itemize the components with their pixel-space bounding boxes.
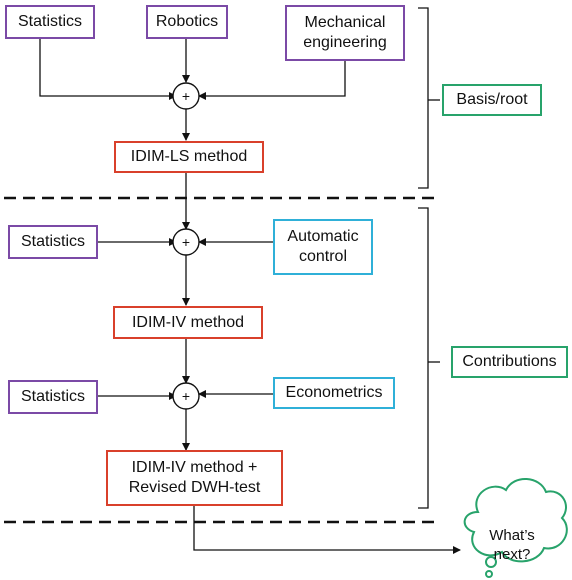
idim-iv-dwh-box: IDIM-IV method + Revised DWH-test (106, 450, 283, 506)
mechanical-engineering-box: Mechanical engineering (285, 5, 405, 61)
sum-node-3 (172, 382, 200, 410)
statistics-box-1: Statistics (5, 5, 95, 39)
bracket-basis (418, 7, 429, 189)
sum-node-3-label: + (182, 388, 190, 404)
contributions-label-box: Contributions (451, 346, 568, 378)
statistics-box-2: Statistics (8, 225, 98, 259)
econometrics-label: Econometrics (285, 384, 383, 401)
bracket-contributions (418, 207, 429, 509)
idim-ls-method-label: IDIM-LS method (130, 148, 248, 165)
sum-node-1-label: + (182, 88, 190, 104)
sum-node-1 (172, 82, 200, 110)
robotics-box: Robotics (146, 5, 228, 39)
idim-ls-method-box: IDIM-LS method (114, 141, 264, 173)
statistics-box-1-label: Statistics (17, 13, 82, 30)
basis-root-label: Basis/root (456, 91, 528, 108)
idim-iv-dwh-label: IDIM-IV method + Revised DWH-test (128, 459, 261, 496)
basis-root-label-box: Basis/root (442, 84, 542, 116)
arrow-mecheng-to-sum1 (198, 60, 346, 100)
sum-node-2-label: + (182, 234, 190, 250)
robotics-box-label: Robotics (155, 13, 219, 30)
idim-iv-method-label: IDIM-IV method (131, 313, 245, 331)
statistics-box-3: Statistics (8, 380, 98, 414)
mechanical-engineering-label: Mechanical engineering (303, 14, 387, 51)
sum-node-2 (172, 228, 200, 256)
arrow-dwh-to-next (193, 505, 461, 554)
statistics-box-2-label: Statistics (20, 233, 85, 250)
statistics-box-3-label: Statistics (20, 388, 85, 405)
arrow-statistics-to-sum1 (39, 38, 177, 100)
econometrics-box: Econometrics (273, 377, 395, 409)
automatic-control-label: Automatic control (287, 228, 359, 265)
thought-cloud (463, 478, 568, 578)
contributions-label: Contributions (462, 353, 557, 370)
whats-next-label: What’s next? (489, 527, 535, 563)
automatic-control-box: Automatic control (273, 219, 373, 275)
idim-iv-method-box: IDIM-IV method (113, 306, 263, 339)
